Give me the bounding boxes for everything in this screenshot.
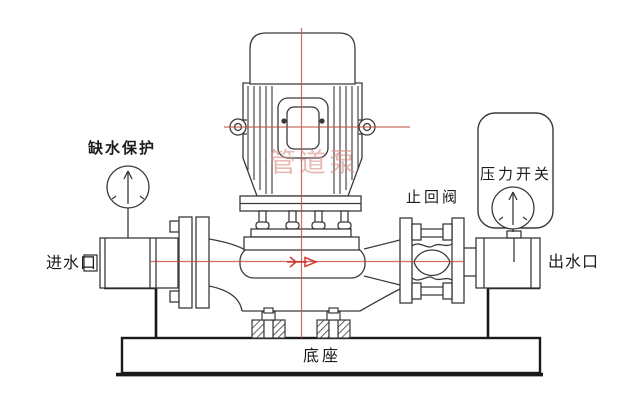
cooling-fins	[247, 86, 359, 194]
flow-arrow-icon	[287, 256, 318, 268]
anchor-bolts	[251, 307, 351, 339]
foundation-base	[116, 336, 543, 377]
inlet-flange	[169, 216, 210, 309]
label-check-valve: 止回阀	[406, 188, 461, 206]
centerlines	[151, 28, 464, 338]
inlet-pipe	[83, 237, 179, 289]
label-inlet: 进水口	[46, 253, 98, 272]
motor-flange-stack	[239, 195, 362, 251]
pressure-gauge-icon	[491, 186, 535, 230]
label-outlet: 出水口	[548, 252, 600, 271]
water-protection-gauge-icon	[106, 165, 150, 238]
watermark-text: 管道泵	[269, 148, 359, 179]
outlet-pipe	[464, 230, 541, 289]
motor-dome	[249, 32, 356, 85]
label-pressure-switch: 压力开关	[480, 165, 553, 183]
label-water-shortage-protection: 缺水保护	[88, 139, 157, 157]
check-valve	[399, 217, 465, 304]
label-base: 底座	[303, 346, 342, 365]
terminal-box	[277, 97, 329, 159]
